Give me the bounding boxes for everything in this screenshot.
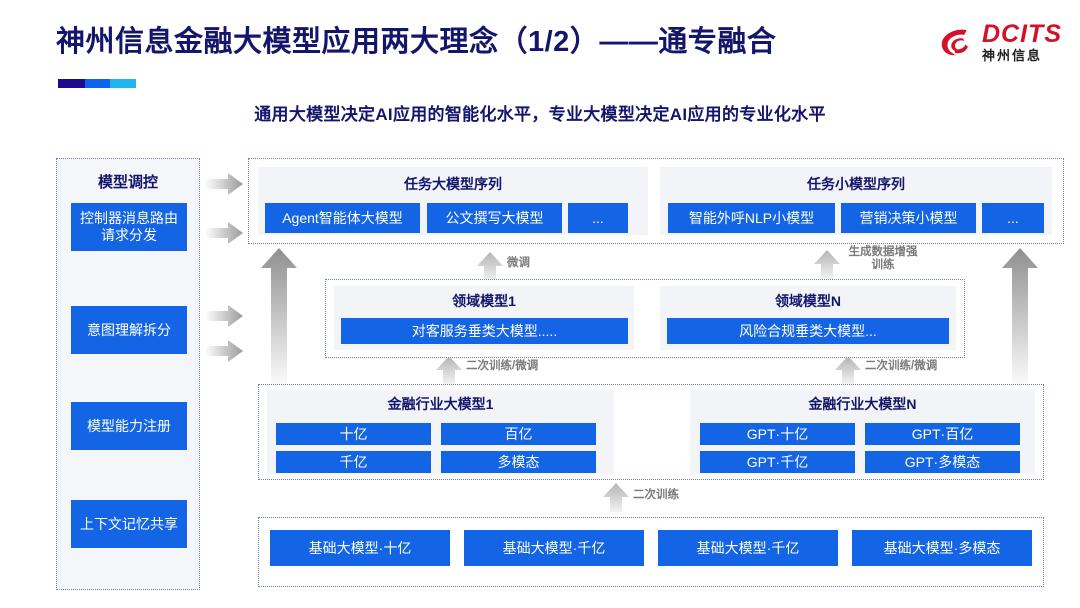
industry-right-box-4[interactable]: GPT·多模态: [865, 451, 1020, 473]
arrow-right-4: [205, 340, 243, 362]
arrow-up-data-aug: [814, 250, 840, 279]
base-box-2[interactable]: 基础大模型·千亿: [464, 530, 644, 566]
brand-logo: DCITS 神州信息: [937, 22, 1062, 62]
task-box-more-small[interactable]: ...: [982, 203, 1044, 233]
industry-left-box-1[interactable]: 十亿: [276, 423, 431, 445]
page-subtitle: 通用大模型决定AI应用的智能化水平，专业大模型决定AI应用的专业化水平: [254, 105, 826, 124]
control-panel: 模型调控 控制器消息路由请求分发 意图理解拆分 模型能力注册 上下文记忆共享: [56, 158, 200, 590]
domain-box-customer-service[interactable]: 对客服务垂类大模型.....: [341, 318, 628, 344]
control-item-capability-registry[interactable]: 模型能力注册: [71, 402, 187, 450]
arrow-up-fine-tune: [477, 252, 503, 281]
arrow-up-base: [603, 483, 629, 512]
industry-left-box-4[interactable]: 多模态: [441, 451, 596, 473]
control-item-context-memory[interactable]: 上下文记忆共享: [71, 500, 187, 548]
logo-text-en: DCITS: [982, 20, 1062, 48]
task-box-doc-writing[interactable]: 公文撰写大模型: [427, 203, 562, 233]
base-box-1[interactable]: 基础大模型·十亿: [270, 530, 450, 566]
flow-label-data-augmentation: 生成数据增强训练: [848, 246, 918, 272]
task-box-agent[interactable]: Agent智能体大模型: [265, 203, 420, 233]
accent-segment-2: [84, 79, 111, 88]
industry-right-box-3[interactable]: GPT·千亿: [700, 451, 855, 473]
industry-right-title: 金融行业大模型N: [808, 396, 917, 412]
accent-segment-3: [110, 79, 136, 88]
task-box-more-large[interactable]: ...: [568, 203, 628, 233]
flow-label-secondary-left: 二次训练/微调: [466, 360, 539, 372]
industry-left-box-2[interactable]: 百亿: [441, 423, 596, 445]
page-title: 神州信息金融大模型应用两大理念（1/2）——通专融合: [56, 26, 777, 58]
industry-right-box-2[interactable]: GPT·百亿: [865, 423, 1020, 445]
arrow-up-secondary-left: [436, 356, 462, 384]
industry-left-box-3[interactable]: 千亿: [276, 451, 431, 473]
task-box-marketing-decision[interactable]: 营销决策小模型: [841, 203, 976, 233]
accent-segment-1: [58, 79, 85, 88]
industry-left-title: 金融行业大模型1: [387, 396, 494, 412]
control-item-message-routing[interactable]: 控制器消息路由请求分发: [71, 203, 187, 251]
arrow-right-2: [205, 222, 243, 244]
title-accent-bar: [58, 79, 136, 88]
dcits-swirl-icon: [941, 29, 968, 56]
task-box-outbound-nlp[interactable]: 智能外呼NLP小模型: [668, 203, 835, 233]
arrow-right-1: [205, 173, 243, 195]
industry-right-box-1[interactable]: GPT·十亿: [700, 423, 855, 445]
arrow-right-3: [205, 305, 243, 327]
base-box-3[interactable]: 基础大模型·千亿: [658, 530, 838, 566]
control-panel-title: 模型调控: [97, 174, 158, 191]
task-large-title: 任务大模型序列: [404, 176, 502, 192]
arrow-up-left-tall: [261, 248, 297, 390]
flow-label-secondary-right: 二次训练/微调: [865, 360, 938, 372]
flow-label-secondary-train: 二次训练: [633, 489, 679, 501]
flow-label-fine-tune: 微调: [507, 257, 530, 269]
domain-right-title: 领域模型N: [774, 293, 842, 309]
arrow-up-secondary-right: [835, 356, 861, 384]
base-box-4[interactable]: 基础大模型·多模态: [852, 530, 1032, 566]
arrow-up-right-tall: [1002, 248, 1038, 390]
logo-text-cn: 神州信息: [982, 48, 1043, 63]
domain-box-risk-compliance[interactable]: 风险合规垂类大模型...: [667, 318, 949, 344]
task-small-title: 任务小模型序列: [807, 176, 905, 192]
domain-left-title: 领域模型1: [452, 293, 516, 309]
control-item-intent-parsing[interactable]: 意图理解拆分: [71, 306, 187, 354]
